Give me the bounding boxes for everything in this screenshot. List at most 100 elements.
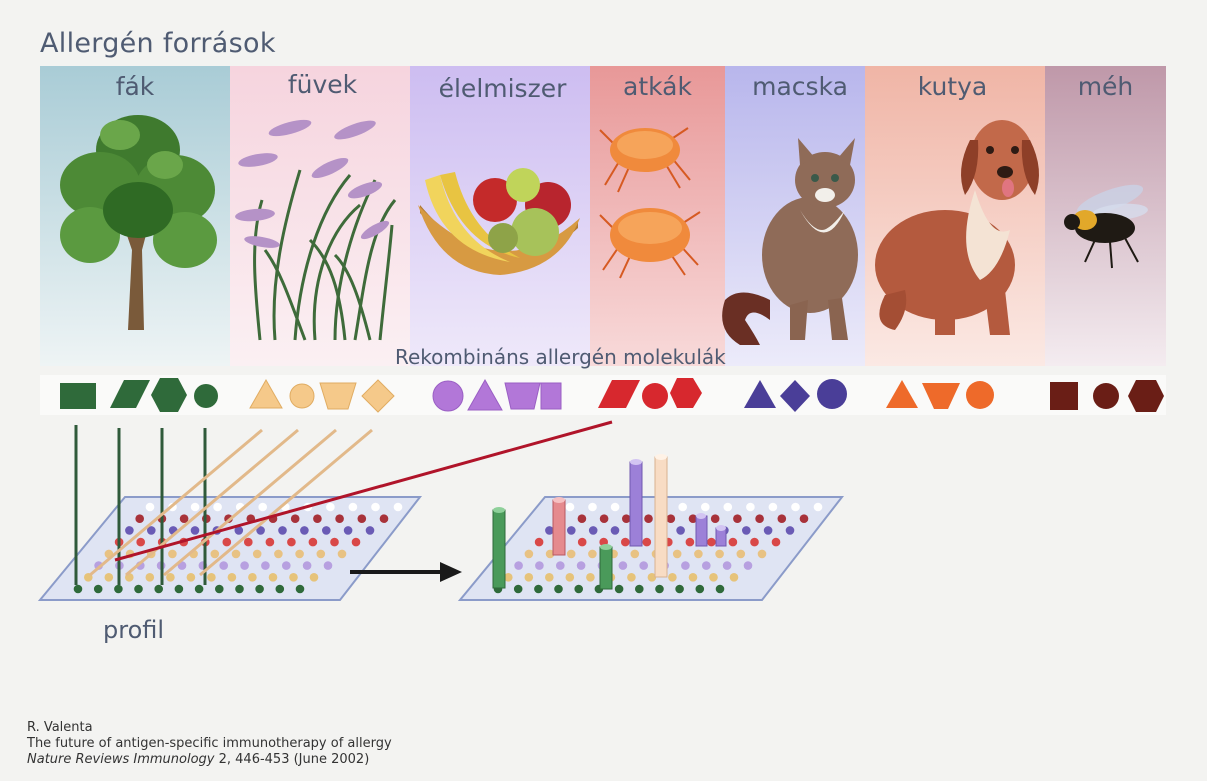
array-dot [534,537,544,547]
array-dot [777,514,787,523]
tree-illustration [60,115,217,330]
array-dot [348,502,358,512]
array-dot [647,573,657,582]
array-dot [710,514,720,523]
array-dot [213,502,222,512]
array-dot [655,584,664,594]
array-dot [93,584,103,594]
array-dot [114,584,123,594]
array-dot [736,549,746,559]
array-dot [567,526,576,535]
array-dot [715,549,724,559]
array-dot [295,549,304,559]
array-dot [675,584,684,594]
array-dot [535,561,544,570]
array-dot [709,573,718,582]
microarray-plate-right [457,496,845,601]
array-dot [746,502,755,512]
array-dot [556,561,565,570]
array-dot [742,526,751,535]
molecules-food [432,378,562,412]
array-dot [707,537,716,547]
array-dot [265,537,275,547]
array-dot [565,573,575,582]
citation-journal: Nature Reviews Immunology [27,752,215,767]
array-dot [357,514,367,523]
array-dot [588,526,598,535]
array-dot [785,526,795,535]
array-dot [577,514,587,523]
category-label-cat: macska [752,72,848,101]
array-dot [702,561,711,570]
array-dot [668,573,677,582]
array-dot [135,514,144,523]
array-dot [256,526,265,535]
citation-details: 2, 446-453 (June 2002) [214,752,370,767]
array-dot [282,561,291,570]
array-dot [343,526,353,535]
array-dot [701,502,710,512]
array-dot [576,561,586,570]
result-arrow [350,562,462,582]
array-dot [210,549,220,559]
array-dot [504,573,513,582]
array-dot [639,561,648,570]
array-dot [309,573,319,582]
array-dot [681,561,690,570]
array-dot [179,514,189,523]
array-dot [791,502,800,512]
array-dot [278,526,287,535]
array-dot [255,584,264,594]
array-dot [610,502,620,512]
array-dot [252,549,262,559]
cat-illustration [722,138,858,345]
mite-illustration [599,127,701,279]
array-dot [393,502,403,512]
array-dot [125,526,134,535]
figure-title: Allergén források [40,28,276,59]
array-dot [621,537,630,547]
array-dot [190,526,200,535]
array-dot [565,502,575,512]
array-dot [586,573,595,582]
category-label-dog: kutya [917,72,988,101]
array-dot [295,584,305,594]
array-dot [599,514,609,523]
molecules-mites [598,378,702,409]
array-dot [755,514,764,523]
array-dot [326,502,335,512]
array-dot [630,549,640,559]
allergen-arrows [74,420,613,585]
profile-bars [492,454,727,590]
array-dot [136,537,145,547]
array-dot [644,514,653,523]
array-dot [813,502,823,512]
array-dot [729,573,739,582]
grass-illustration [253,169,397,341]
array-dot [545,549,555,559]
array-dot [723,502,733,512]
array-dot [215,584,224,594]
array-dot [351,537,361,547]
array-dot [534,584,543,594]
array-dot [316,549,326,559]
array-dot [275,584,285,594]
array-dot [577,537,587,547]
array-dot [168,549,177,559]
array-dot [244,537,253,547]
array-dot [695,584,705,594]
array-dot [514,561,523,570]
array-dot [768,502,778,512]
array-dot [799,514,809,523]
array-dot [610,526,620,535]
category-label-bee: méh [1077,72,1134,101]
category-label-grasses: füvek [287,70,358,99]
array-dot [235,584,244,594]
array-dot [174,584,184,594]
array-dot [322,526,331,535]
molecules-grasses [249,378,395,413]
category-label-food: élelmiszer [438,74,567,103]
array-dot [524,573,534,582]
array-dot [302,561,312,570]
